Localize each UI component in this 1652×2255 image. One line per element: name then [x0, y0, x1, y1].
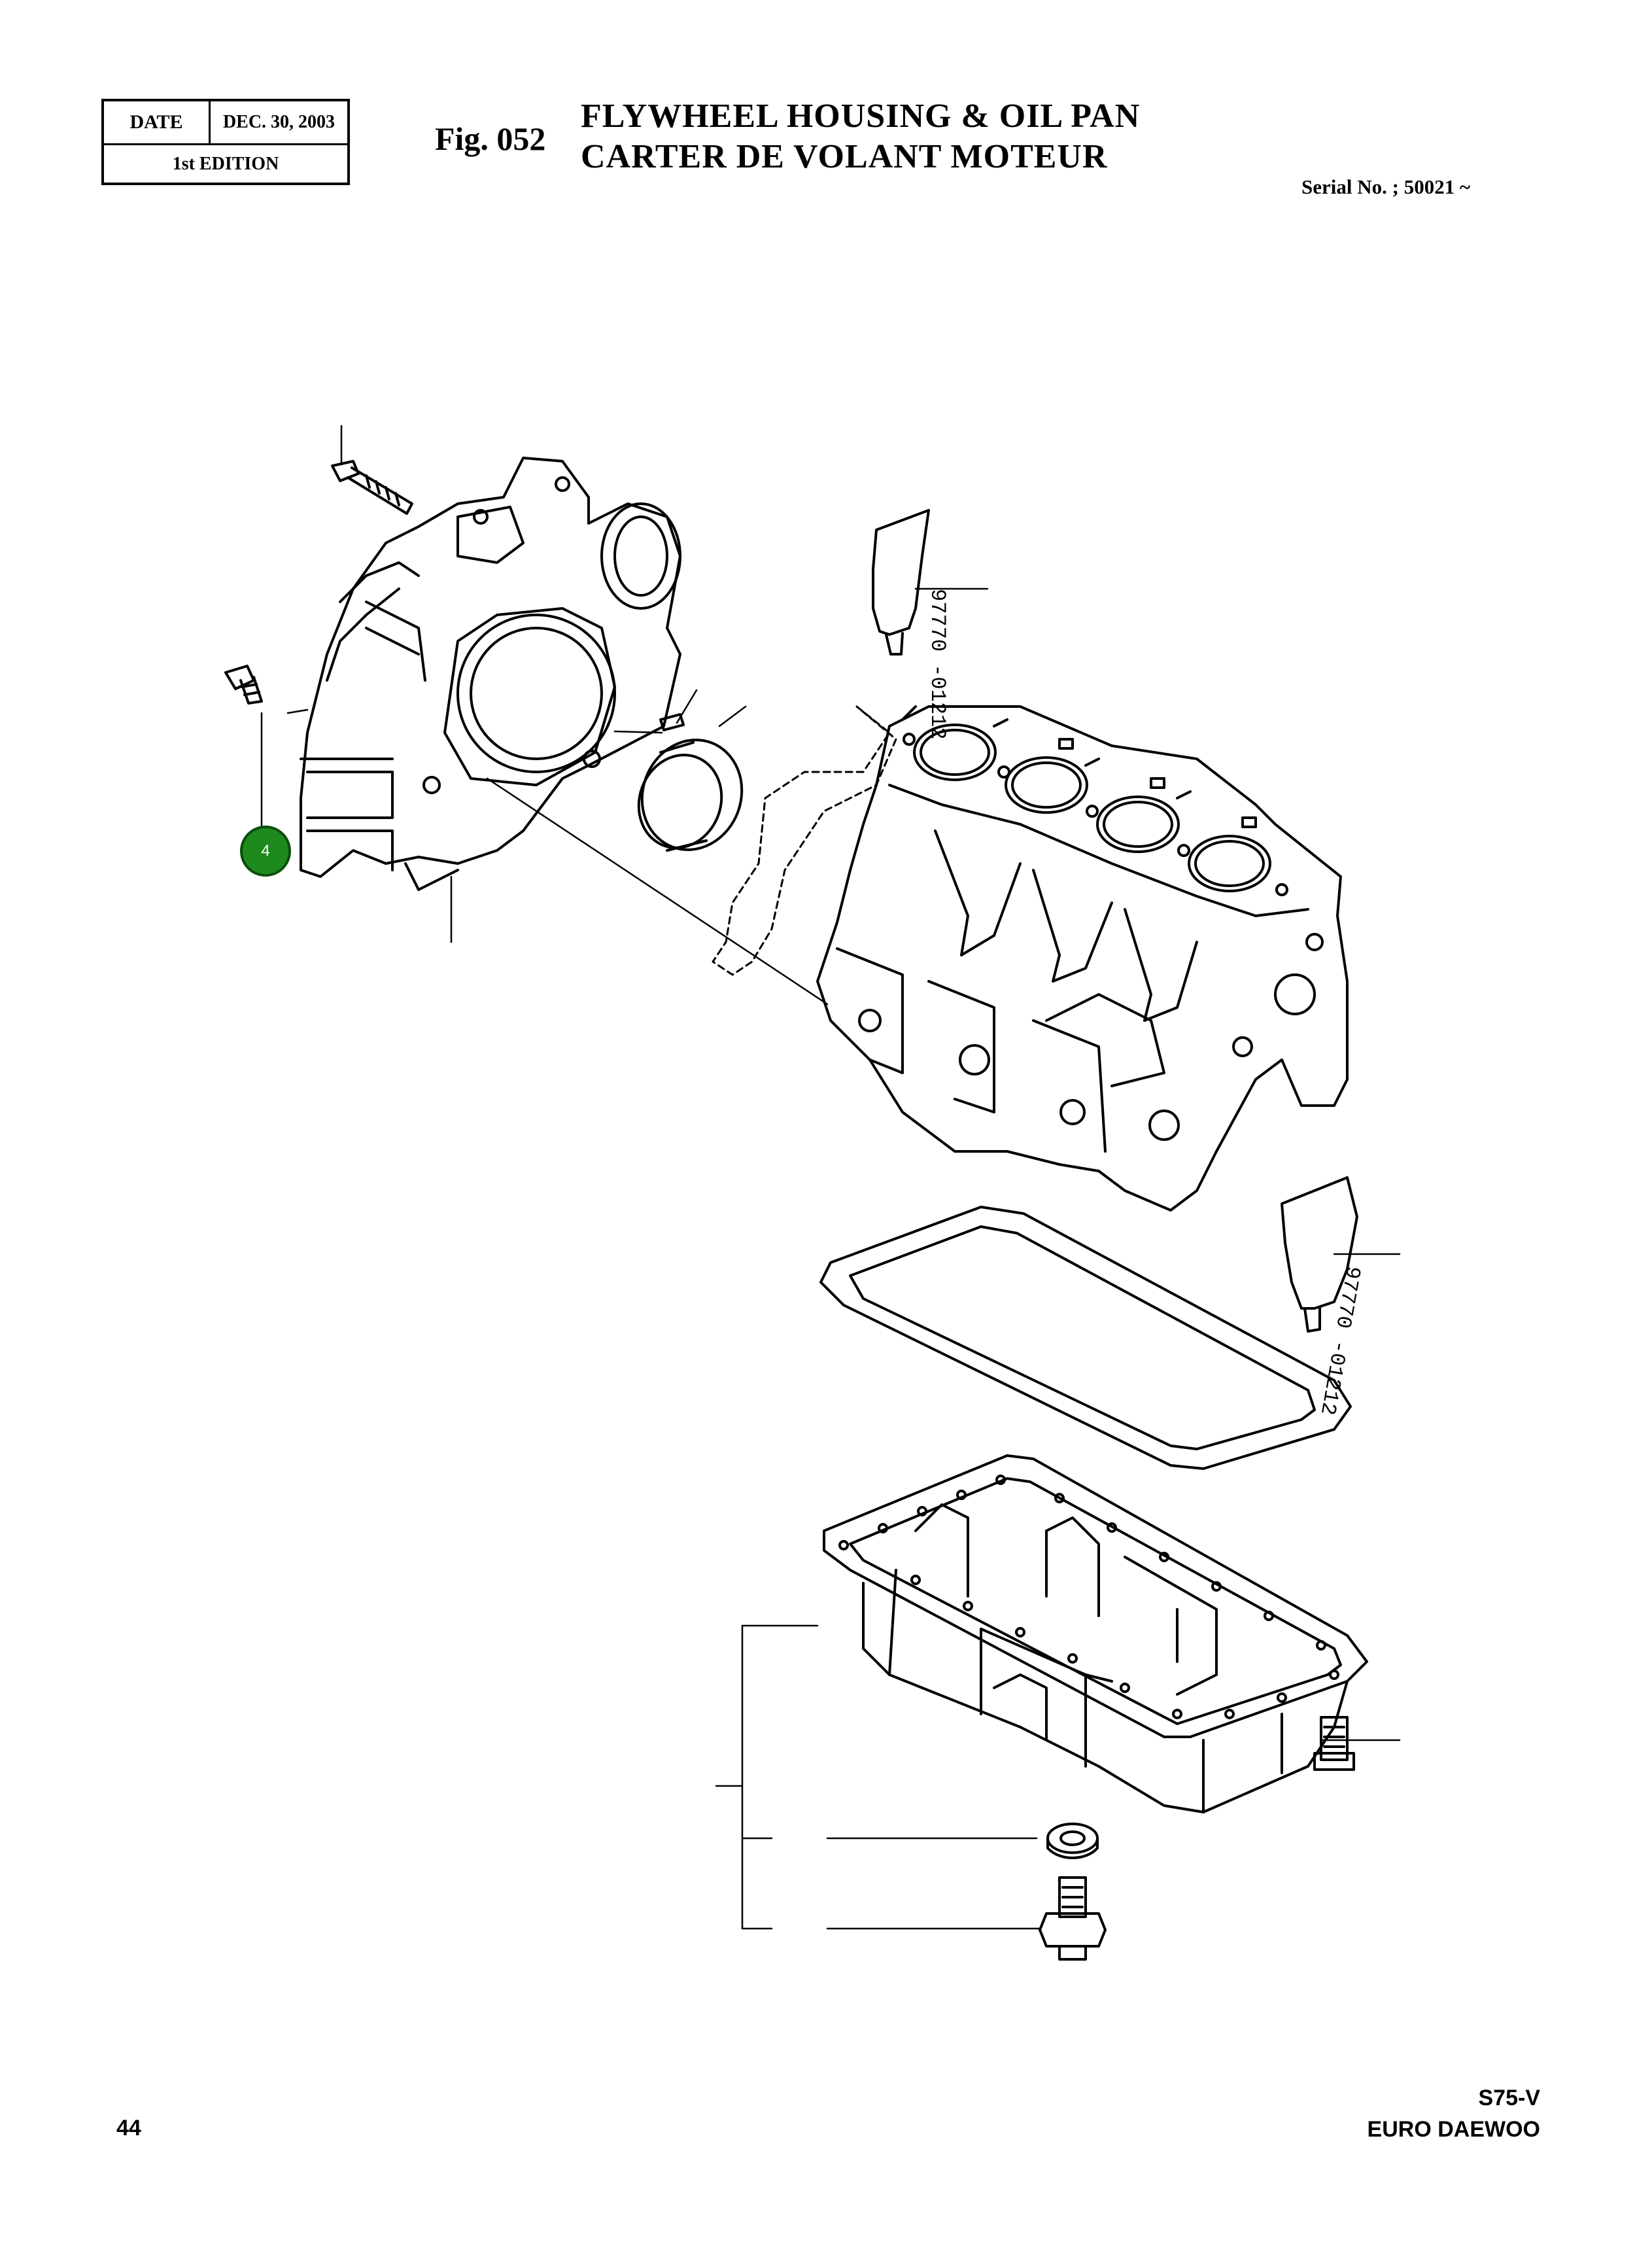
figure-number: Fig. 052: [435, 120, 546, 157]
edition-label: 1st EDITION: [172, 153, 279, 174]
date-box: DATE DEC. 30, 2003 1st EDITION: [101, 99, 350, 185]
oil-seal: [637, 739, 744, 852]
oil-pan-bolt: [1313, 1716, 1355, 1771]
sealant-label-lower: 97770 -01212: [1315, 1265, 1365, 1417]
title-english: FLYWHEEL HOUSING & OIL PAN: [581, 97, 1141, 135]
date-label: DATE: [104, 101, 211, 143]
title-french: CARTER DE VOLANT MOTEUR: [581, 138, 1108, 175]
housing-bolt-short: [224, 665, 263, 705]
page-number: 44: [116, 2116, 141, 2141]
model-code: S75-V: [1478, 2086, 1541, 2110]
housing-gasket: [712, 705, 897, 976]
sealant-label-upper: 97770 -01212: [925, 589, 950, 739]
serial-number: Serial No. ; 50021 ~: [1301, 175, 1471, 198]
drain-washer: [1046, 1823, 1099, 1859]
oil-pan-gasket: [819, 1206, 1352, 1470]
dowel-pin: [659, 713, 685, 731]
leader-lines: [260, 425, 1401, 1930]
brand-name: EURO DAEWOO: [1367, 2117, 1540, 2142]
part-callout-4[interactable]: 4: [240, 826, 291, 877]
flywheel-housing: [300, 457, 681, 891]
sealant-tube-lower: 97770 -01212: [1281, 1176, 1365, 1417]
housing-bolt: [331, 460, 413, 515]
drain-plug: [1039, 1876, 1107, 1961]
date-value: DEC. 30, 2003: [222, 112, 336, 132]
date-row: DATE DEC. 30, 2003: [104, 101, 347, 145]
sealant-tube-upper: 97770 -01212: [872, 509, 950, 739]
oil-pan: [823, 1454, 1368, 1813]
cylinder-block: [816, 705, 1349, 1212]
